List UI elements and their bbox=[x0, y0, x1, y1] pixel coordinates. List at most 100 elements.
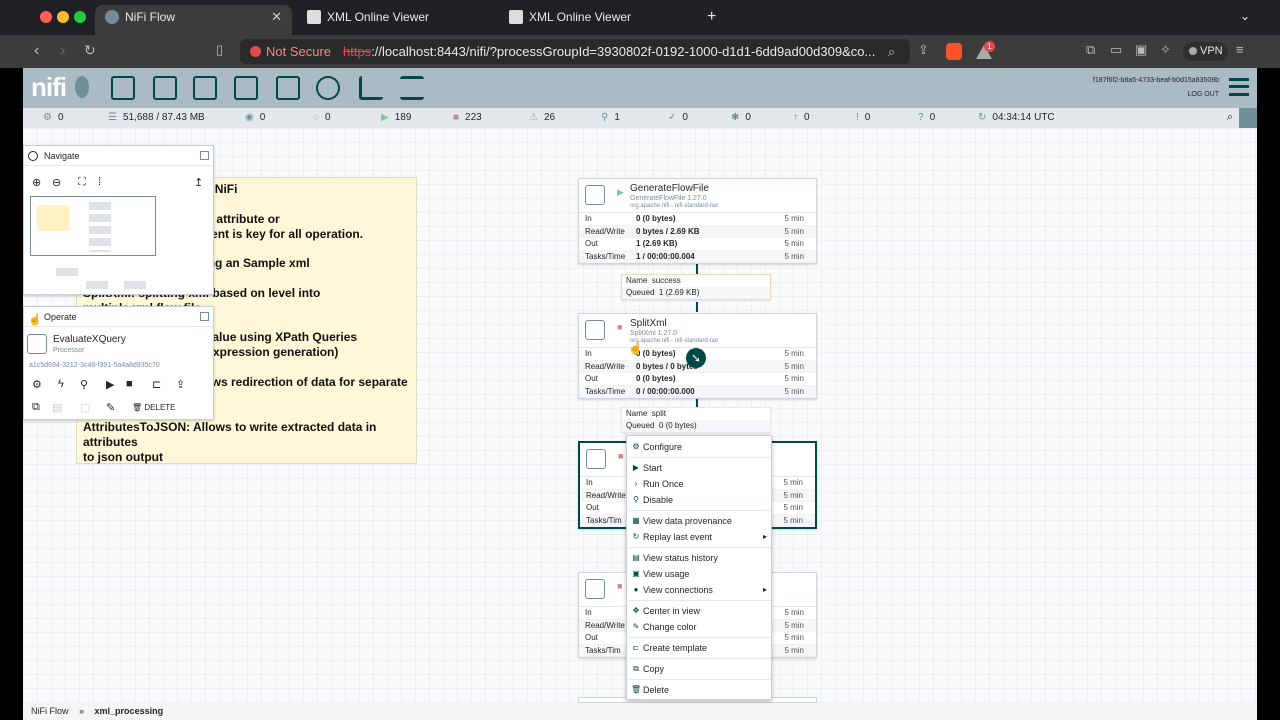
stop-icon[interactable]: ■ bbox=[126, 378, 133, 390]
create-template-icon[interactable]: ⊏ bbox=[152, 379, 162, 391]
brave-shield-icon[interactable] bbox=[946, 43, 962, 60]
menu-item-create-template[interactable]: ⊏Create template bbox=[627, 640, 773, 656]
connection-edge[interactable] bbox=[696, 264, 698, 274]
disable-icon[interactable]: ⚲ bbox=[80, 379, 89, 391]
color-icon[interactable]: ✎ bbox=[106, 402, 116, 414]
reload-icon[interactable]: ↻ bbox=[84, 42, 96, 58]
paste-icon[interactable]: ▤ bbox=[52, 402, 63, 414]
input-port-icon[interactable] bbox=[153, 76, 177, 100]
menu-item-label: Run Once bbox=[643, 479, 684, 489]
stat-label: Read/Write bbox=[585, 620, 625, 630]
logout-link[interactable]: LOG OUT bbox=[1187, 91, 1219, 98]
add-connection-icon[interactable]: ➘ bbox=[686, 348, 706, 368]
tab-nifi-flow[interactable]: NiFi Flow ✕ bbox=[95, 5, 292, 35]
output-port-icon[interactable] bbox=[193, 76, 217, 100]
actual-size-icon[interactable]: ⁞ bbox=[98, 176, 102, 188]
refresh-time[interactable]: ↻04:34:14 UTC bbox=[978, 112, 1055, 123]
menu-item-view-connections[interactable]: ●View connections▸ bbox=[627, 582, 773, 598]
birdseye-processor bbox=[124, 281, 146, 289]
stale-status: ↑0 bbox=[793, 112, 810, 123]
close-tab-icon[interactable]: ✕ bbox=[271, 9, 282, 24]
fit-icon[interactable]: ⛶ bbox=[78, 176, 86, 188]
stat-value: 0 (0 bytes) bbox=[636, 374, 676, 384]
url-field[interactable]: Not Secure https://localhost:8443/nifi/?… bbox=[240, 39, 910, 64]
tab-xml-viewer-2[interactable]: XML Online Viewer bbox=[499, 5, 696, 35]
minimize-window-icon[interactable] bbox=[57, 11, 69, 23]
stat-label: Read/Write bbox=[585, 361, 625, 371]
configure-icon[interactable]: ⚙ bbox=[32, 379, 42, 391]
menu-item-view-usage[interactable]: ▣View usage bbox=[627, 566, 773, 582]
chevron-down-icon[interactable]: ⌄ bbox=[1240, 9, 1251, 23]
menu-item-change-color[interactable]: ✎Change color bbox=[627, 619, 773, 635]
connection-split[interactable]: Name split Queued 0 (0 bytes) bbox=[621, 407, 771, 433]
menu-item-label: View usage bbox=[643, 569, 690, 579]
leo-ai-icon[interactable]: ✧ bbox=[1160, 42, 1171, 57]
collapse-icon[interactable] bbox=[200, 312, 209, 321]
new-tab-icon[interactable]: + bbox=[707, 8, 717, 25]
menu-item-view-data-provenance[interactable]: ▦View data provenance bbox=[627, 513, 773, 529]
stat-label: Out bbox=[585, 633, 598, 643]
menu-item-copy[interactable]: ⧉Copy bbox=[627, 661, 773, 677]
breadcrumb-root[interactable]: NiFi Flow bbox=[31, 706, 69, 716]
leave-group-icon[interactable]: ↥ bbox=[194, 177, 204, 189]
menu-item-start[interactable]: ▶Start bbox=[627, 460, 773, 476]
copy-icon: ⧉ bbox=[633, 664, 639, 673]
connection-edge[interactable] bbox=[696, 302, 698, 312]
zoom-out-icon[interactable]: ⊖ bbox=[52, 177, 62, 189]
forward-icon[interactable]: › bbox=[60, 42, 66, 59]
share-icon[interactable]: ⇪ bbox=[918, 42, 929, 57]
process-group-icon[interactable] bbox=[234, 76, 258, 100]
upload-template-icon[interactable]: ⇪ bbox=[176, 379, 186, 391]
breadcrumb-current[interactable]: xml_processing bbox=[94, 706, 164, 716]
security-status[interactable]: Not Secure bbox=[266, 44, 332, 59]
stopped-state-icon: ■ bbox=[617, 581, 623, 591]
tab-xml-viewer-1[interactable]: XML Online Viewer bbox=[297, 5, 494, 35]
delete-button[interactable]: 🗑 DELETE bbox=[132, 403, 176, 412]
enable-icon[interactable]: ϟ bbox=[58, 378, 64, 390]
tab-label: NiFi Flow bbox=[125, 10, 175, 24]
processor-name: SplitXml bbox=[630, 318, 667, 329]
connection-success[interactable]: Name success Queued 1 (2.69 KB) bbox=[621, 274, 771, 300]
remote-process-group-icon[interactable] bbox=[276, 76, 300, 100]
template-icon[interactable] bbox=[359, 76, 383, 100]
bulletin-board-icon[interactable] bbox=[1239, 108, 1257, 128]
menu-item-center-in-view[interactable]: ✥Center in view bbox=[627, 603, 773, 619]
stat-label: In bbox=[586, 478, 593, 487]
start-icon[interactable]: ▶ bbox=[106, 379, 115, 391]
sidebar-icon[interactable]: ▭ bbox=[1110, 42, 1123, 57]
processor-icon[interactable] bbox=[111, 76, 135, 100]
extensions-icon[interactable]: ⧉ bbox=[1086, 42, 1096, 57]
color-icon: ✎ bbox=[632, 622, 640, 631]
menu-item-configure[interactable]: ⚙Configure bbox=[627, 439, 773, 455]
close-window-icon[interactable] bbox=[40, 11, 52, 23]
maximize-window-icon[interactable] bbox=[74, 11, 86, 23]
group-icon[interactable]: ▢ bbox=[80, 402, 91, 414]
menu-item-disable[interactable]: ⚲Disable bbox=[627, 492, 773, 508]
threads-icon: ⚙ bbox=[43, 112, 52, 123]
search-icon[interactable]: ⌕ bbox=[1226, 111, 1233, 123]
funnel-icon[interactable] bbox=[316, 76, 340, 100]
birdseye-viewport[interactable] bbox=[30, 196, 156, 256]
global-menu-icon[interactable] bbox=[1229, 78, 1249, 96]
vpn-button[interactable]: VPN bbox=[1183, 42, 1228, 61]
zoom-icon[interactable]: ⌕ bbox=[888, 44, 896, 59]
stat-window: 5 min bbox=[784, 645, 804, 655]
zoom-in-icon[interactable]: ⊕ bbox=[32, 177, 42, 189]
menu-item-delete[interactable]: 🗑Delete bbox=[627, 682, 773, 698]
processor-icon bbox=[27, 334, 47, 354]
copy-icon[interactable]: ⧉ bbox=[32, 401, 40, 413]
label-icon[interactable] bbox=[400, 76, 424, 100]
bookmark-icon[interactable]: ▯ bbox=[216, 42, 224, 57]
menu-item-replay-last-event[interactable]: ↻Replay last event▸ bbox=[627, 529, 773, 545]
menu-item-run-once[interactable]: ›Run Once bbox=[627, 476, 773, 492]
menu-icon[interactable]: ≡ bbox=[1236, 42, 1244, 57]
back-icon[interactable]: ‹ bbox=[34, 42, 40, 59]
wallet-icon[interactable]: ▣ bbox=[1135, 42, 1148, 57]
menu-item-view-status-history[interactable]: ▤View status history bbox=[627, 550, 773, 566]
collapse-icon[interactable] bbox=[200, 151, 209, 160]
connection-edge[interactable] bbox=[696, 399, 698, 407]
